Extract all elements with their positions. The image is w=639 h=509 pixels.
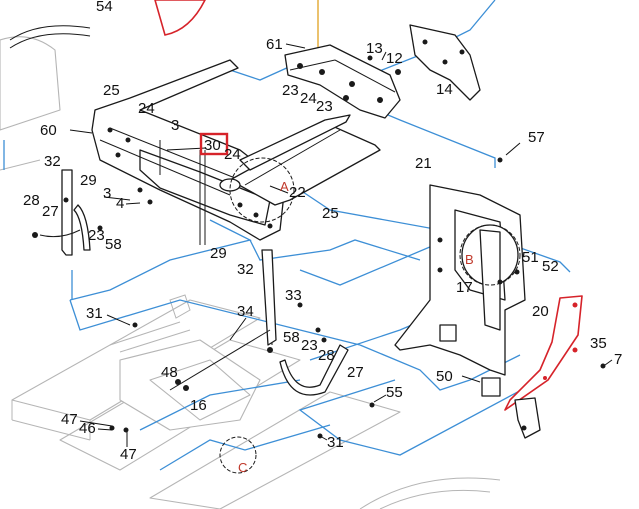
callout-31: 31 [86, 305, 103, 322]
bolts [109, 55, 606, 439]
callout-47: 47 [120, 446, 137, 463]
callout-23: 23 [282, 82, 299, 99]
callout-12: 12 [386, 50, 403, 67]
zone-circle-a [229, 157, 295, 223]
callout-4: 4 [116, 195, 124, 212]
callout-60: 60 [40, 122, 57, 139]
top-mount-bracket [284, 44, 401, 119]
zone-circle-b [459, 224, 521, 286]
pad-50 [481, 377, 501, 397]
callout-24: 24 [224, 146, 241, 163]
center-bracket-assembly [261, 249, 349, 396]
callout-20: 20 [532, 303, 549, 320]
zone-circle-c [219, 436, 257, 474]
callout-58: 58 [105, 236, 122, 253]
callout-35: 35 [590, 335, 607, 352]
callout-3: 3 [103, 185, 111, 202]
callout-25: 25 [103, 82, 120, 99]
callout-16: 16 [190, 397, 207, 414]
callout-14: 14 [436, 81, 453, 98]
callout-24: 24 [300, 90, 317, 107]
bracket-14 [409, 24, 481, 101]
callout-24: 24 [138, 100, 155, 117]
callout-58: 58 [283, 329, 300, 346]
leader-lines [69, 43, 613, 447]
callout-33: 33 [285, 287, 302, 304]
callout-labels: 54 61 13 12 14 25 23 24 23 24 3 60 57 30… [23, 0, 622, 463]
callout-28: 28 [318, 347, 335, 364]
callout-13: 13 [366, 40, 383, 57]
callout-17: 17 [456, 279, 473, 296]
callout-46: 46 [79, 420, 96, 437]
red-bracket-20 [504, 295, 583, 411]
callout-32: 32 [237, 261, 254, 278]
callout-27: 27 [347, 364, 364, 381]
callout-3: 3 [171, 117, 179, 134]
zone-label-a: A [280, 179, 289, 194]
callout-23: 23 [316, 98, 333, 115]
callout-34: 34 [237, 303, 254, 320]
callout-32: 32 [44, 153, 61, 170]
highlight-box [199, 132, 229, 156]
callout-29: 29 [210, 245, 227, 262]
callout-54: 54 [96, 0, 113, 15]
callout-23: 23 [301, 337, 318, 354]
callout-29: 29 [80, 172, 97, 189]
rod-34 [169, 329, 271, 391]
ghost-chassis-frame [11, 294, 501, 509]
callout-48: 48 [161, 364, 178, 381]
callout-27: 27 [42, 203, 59, 220]
callout-57: 57 [528, 129, 545, 146]
zone-label-c: C [238, 460, 247, 475]
lower-hanger [514, 397, 541, 439]
callout-61: 61 [266, 36, 283, 53]
callout-51: 51 [522, 249, 539, 266]
callout-28: 28 [23, 192, 40, 209]
callout-30: 30 [204, 137, 221, 154]
callout-52: 52 [542, 258, 559, 275]
left-bracket-assembly [32, 169, 103, 256]
ghost-fender [0, 25, 91, 171]
callout-55: 55 [386, 384, 403, 401]
callout-25: 25 [322, 205, 339, 222]
callout-7: 7 [614, 351, 622, 368]
callout-23: 23 [88, 227, 105, 244]
callout-21: 21 [415, 155, 432, 172]
zone-label-b: B [465, 252, 474, 267]
callout-47: 47 [61, 411, 78, 428]
right-main-bracket [394, 184, 526, 376]
callout-50: 50 [436, 368, 453, 385]
callout-31: 31 [327, 434, 344, 451]
red-fender [154, 0, 206, 36]
callout-22: 22 [289, 184, 306, 201]
